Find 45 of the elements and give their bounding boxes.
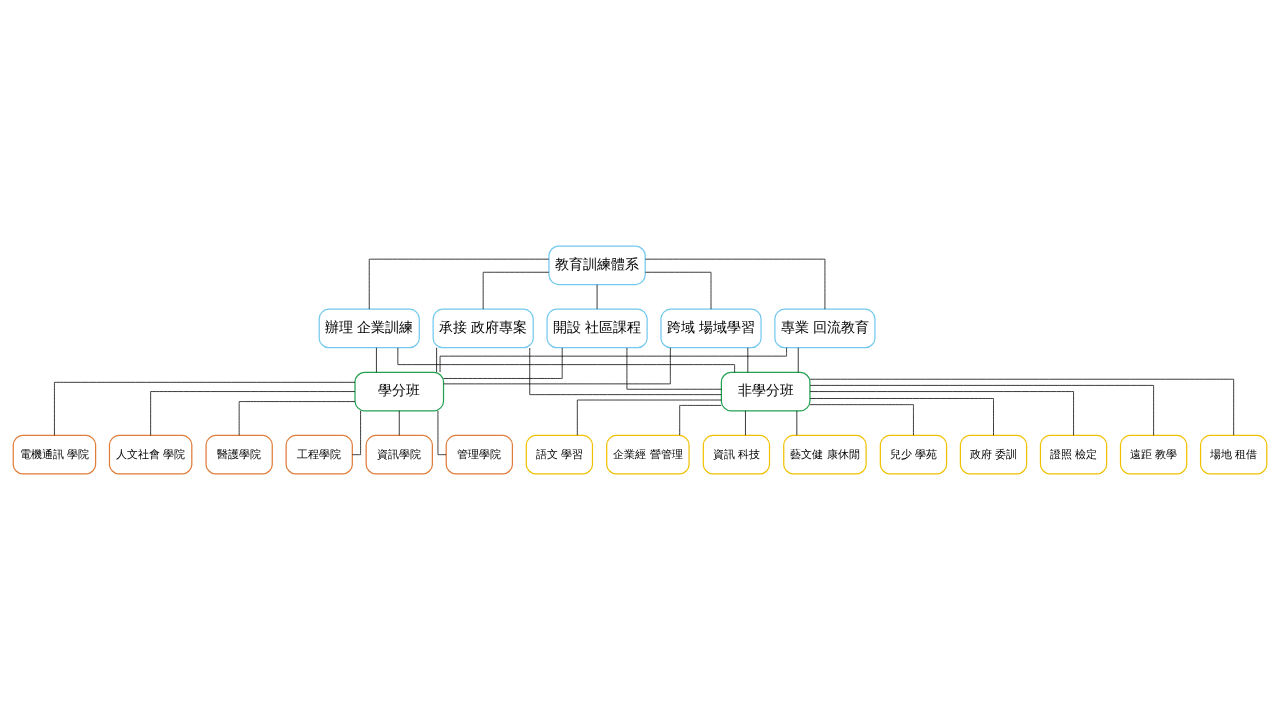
node-box: 跨域 場域學習 — [660, 308, 762, 349]
connector — [54, 381, 356, 436]
connector — [238, 401, 356, 436]
connector — [809, 404, 914, 436]
connector — [443, 347, 563, 379]
connector — [437, 410, 447, 456]
connector — [397, 347, 735, 373]
node-box: 人文社會 學院 — [108, 434, 193, 475]
node-box: 藝文健 康休閒 — [783, 434, 867, 475]
connector — [376, 347, 377, 373]
node-box: 工程學院 — [285, 434, 353, 475]
node-box: 政府 委訓 — [959, 434, 1028, 475]
connector — [809, 398, 994, 436]
node-box: 電機通訊 學院 — [12, 434, 97, 475]
connector — [436, 347, 437, 373]
node-box: 場地 租借 — [1199, 434, 1268, 475]
connector — [747, 347, 749, 373]
connector — [809, 391, 1074, 436]
connector — [398, 410, 400, 436]
connector — [809, 378, 1235, 436]
node-box: 專業 回流教育 — [774, 308, 876, 349]
connector — [443, 347, 671, 385]
connector — [150, 391, 356, 436]
node-box: 學分班 — [354, 371, 445, 412]
node-box: 遠距 教學 — [1119, 434, 1188, 475]
node-box: 教育訓練體系 — [548, 245, 646, 286]
node-box: 語文 學習 — [525, 434, 594, 475]
node-box: 醫護學院 — [205, 434, 273, 475]
connector — [529, 347, 722, 396]
node-box: 開設 社區課程 — [546, 308, 648, 349]
connector — [809, 385, 1154, 436]
node-box: 承接 政府專案 — [432, 308, 534, 349]
node-box: 辦理 企業訓練 — [318, 308, 420, 349]
connector — [352, 410, 361, 456]
connector — [626, 347, 722, 390]
node-box: 資訊 科技 — [702, 434, 771, 475]
node-box: 非學分班 — [720, 371, 811, 412]
node-box: 證照 檢定 — [1039, 434, 1108, 475]
node-box: 管理學院 — [445, 434, 514, 475]
connector — [439, 347, 787, 373]
node-box: 企業經 營管理 — [606, 434, 690, 475]
connector — [679, 405, 722, 436]
connector — [745, 410, 746, 436]
node-box: 資訊學院 — [365, 434, 433, 475]
node-box: 兒少 學苑 — [879, 434, 948, 475]
